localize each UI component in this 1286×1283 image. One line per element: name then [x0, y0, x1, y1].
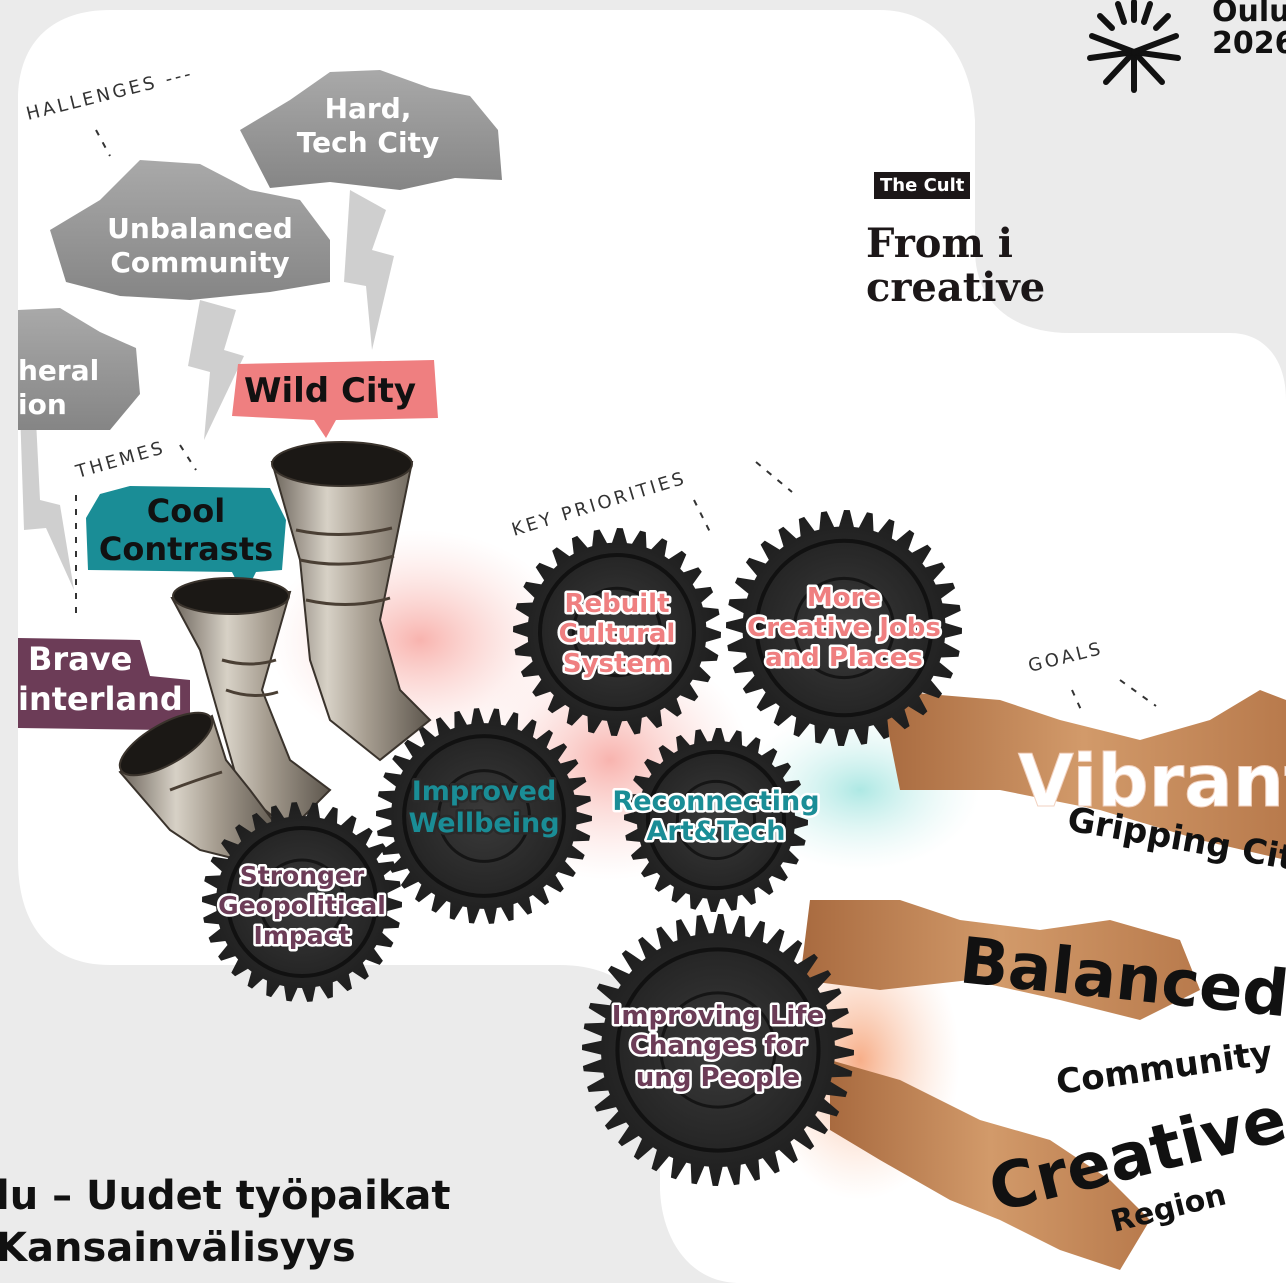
- gear-youth-ring: [615, 947, 821, 1153]
- gear-geopolitical: [202, 802, 402, 1002]
- gear-rebuilt: [513, 528, 721, 736]
- theme-brave-line2: interland: [18, 680, 183, 718]
- priority-jobs-line2: Creative Jobs: [747, 613, 941, 643]
- challenge-unbalanced-line2: Community: [110, 246, 289, 279]
- priority-gears: [202, 510, 962, 1186]
- gear-jobs-hub: [792, 576, 896, 680]
- category-tag: The Cult: [874, 172, 971, 199]
- gear-arttech-ring: [645, 749, 787, 891]
- theme-cool-contrasts-line2: Contrasts: [99, 530, 273, 568]
- priority-jobs-line3: and Places: [765, 643, 923, 673]
- priority-rebuilt-line1: Rebuilt: [564, 589, 669, 619]
- challenge-clouds: [18, 70, 502, 430]
- priority-geopolitical-line3: Impact: [254, 921, 351, 950]
- gear-wellbeing-ring: [402, 734, 566, 898]
- lightning-bolts: [20, 190, 394, 590]
- logo-text: Oulu 2026: [1212, 0, 1286, 61]
- priority-wellbeing-line2: Wellbeing: [408, 808, 559, 839]
- theme-wild-city: Wild City: [232, 360, 438, 438]
- challenge-hard-tech-line2: Tech City: [297, 126, 439, 159]
- theme-cool-contrasts: Cool Contrasts: [86, 486, 286, 596]
- challenge-hard-tech-line1: Hard,: [325, 92, 412, 125]
- gear-jobs-ring: [754, 538, 934, 718]
- page-title: From i creative: [866, 220, 1046, 311]
- snowflake-burst-icon: [1087, 0, 1181, 93]
- priority-wellbeing-line1: Improved: [412, 776, 557, 807]
- gear-wellbeing-hub: [437, 769, 531, 863]
- gear-arttech-hub: [675, 779, 757, 861]
- goal-vibrant: Vibrant: [1018, 739, 1286, 823]
- gear-geopolitical-ring: [226, 826, 378, 978]
- priority-youth-line3: ung People: [636, 1063, 800, 1093]
- priority-jobs-line1: More: [807, 583, 881, 613]
- priority-rebuilt-line3: System: [563, 649, 671, 679]
- gear-youth-hub: [659, 991, 777, 1109]
- theme-wild-city-label: Wild City: [244, 371, 416, 411]
- metal-horns: [118, 441, 432, 862]
- challenge-peripheral-line2: ion: [18, 388, 67, 421]
- theme-brave-line1: Brave: [28, 640, 132, 678]
- reaching-hands: [800, 690, 1286, 1270]
- priority-youth-line2: Changes for: [630, 1031, 807, 1061]
- priority-geopolitical-line1: Stronger: [240, 861, 365, 890]
- theme-brave-hinterland: Brave interland: [18, 638, 190, 752]
- gear-geopolitical-hub: [258, 858, 346, 946]
- gear-rebuilt-hub: [571, 586, 663, 678]
- gear-youth: [582, 914, 854, 1186]
- gear-wellbeing: [376, 708, 592, 924]
- gear-rebuilt-ring: [538, 553, 696, 711]
- priority-geopolitical-line2: Geopolitical: [218, 891, 386, 920]
- gear-jobs: [726, 510, 962, 746]
- priority-arttech-line1: Reconnecting: [612, 786, 819, 817]
- priority-arttech-line2: Art&Tech: [646, 816, 785, 847]
- finnish-caption: lu – Uudet työpaikat Kansainvälisyys: [0, 1173, 451, 1271]
- theme-cool-contrasts-line1: Cool: [147, 492, 225, 530]
- priority-rebuilt-line2: Cultural: [559, 619, 676, 649]
- priority-youth-line1: Improving Life: [612, 1001, 825, 1031]
- challenge-peripheral-line1: heral: [18, 354, 99, 387]
- challenge-unbalanced-line1: Unbalanced: [107, 212, 293, 245]
- gear-arttech: [624, 728, 808, 912]
